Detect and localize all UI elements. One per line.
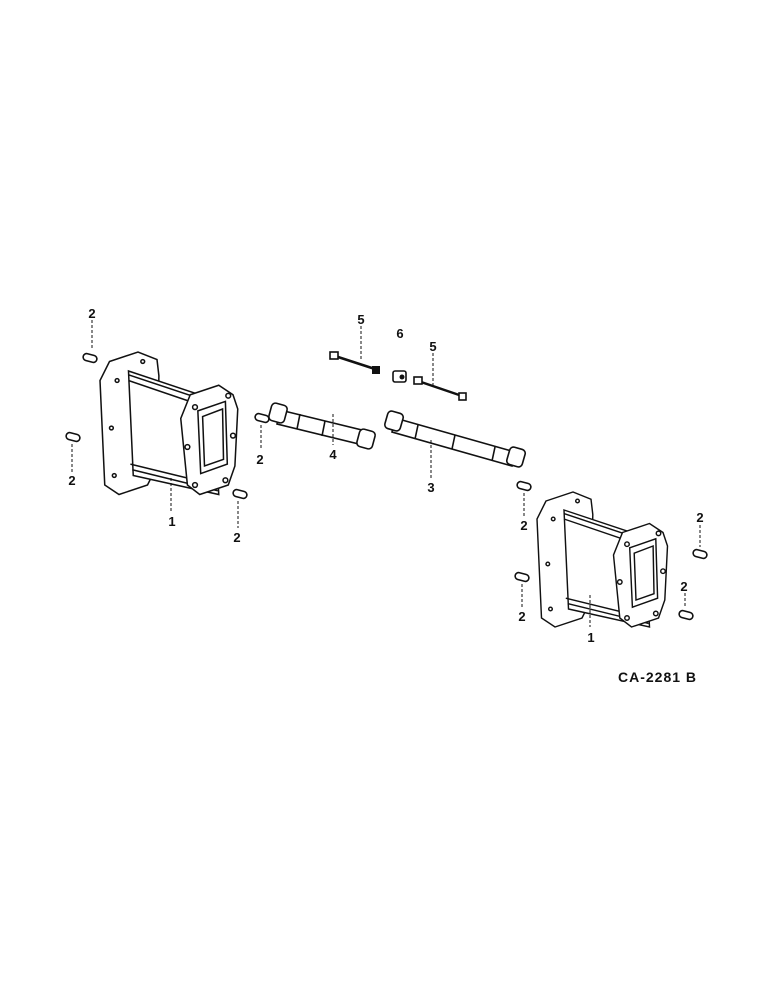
callout-4: 4 xyxy=(329,447,337,462)
tie-bolt-right xyxy=(413,376,467,401)
coupling-nut xyxy=(392,370,407,383)
dowel-pin xyxy=(677,609,695,621)
callout-2: 2 xyxy=(520,518,527,533)
dowel-pin xyxy=(81,352,99,364)
callout-3: 3 xyxy=(427,480,434,495)
callout-2: 2 xyxy=(88,306,95,321)
callout-2: 2 xyxy=(518,609,525,624)
diagram-code: CA-2281 B xyxy=(618,669,697,685)
callout-2: 2 xyxy=(256,452,263,467)
callout-2: 2 xyxy=(680,579,687,594)
tie-bolt-left xyxy=(329,351,380,374)
callout-5: 5 xyxy=(429,339,436,354)
callout-6: 6 xyxy=(396,326,403,341)
housing-left xyxy=(99,351,239,496)
callout-2: 2 xyxy=(696,510,703,525)
dowel-pin xyxy=(64,431,82,443)
callout-2: 2 xyxy=(233,530,240,545)
callout-2: 2 xyxy=(68,473,75,488)
callout-1: 1 xyxy=(587,630,594,645)
dowel-pin xyxy=(691,548,709,560)
callout-5: 5 xyxy=(357,312,364,327)
callout-1: 1 xyxy=(168,514,175,529)
dowel-pin xyxy=(231,488,249,500)
dowel-pin xyxy=(513,571,531,583)
shaft-short xyxy=(268,402,376,450)
dowel-pin xyxy=(515,480,533,492)
dowel-pin xyxy=(253,412,271,424)
housing-right xyxy=(536,491,669,628)
shaft-long xyxy=(383,410,527,468)
